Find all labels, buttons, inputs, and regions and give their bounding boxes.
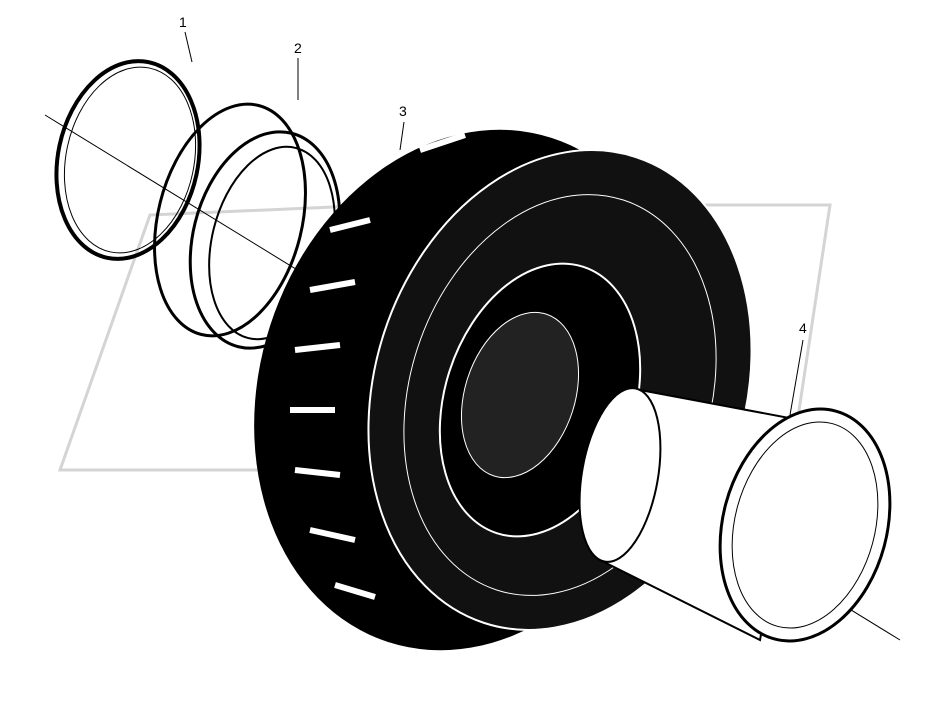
lock-ring-part-1 xyxy=(54,59,202,261)
callout-label-3: 3 xyxy=(399,103,407,119)
leader-lines xyxy=(184,31,804,416)
wheel-rim-part-4 xyxy=(578,387,892,643)
callout-label-2: 2 xyxy=(294,40,302,56)
callout-label-1: 1 xyxy=(179,14,187,30)
callout-label-4: 4 xyxy=(799,320,807,336)
